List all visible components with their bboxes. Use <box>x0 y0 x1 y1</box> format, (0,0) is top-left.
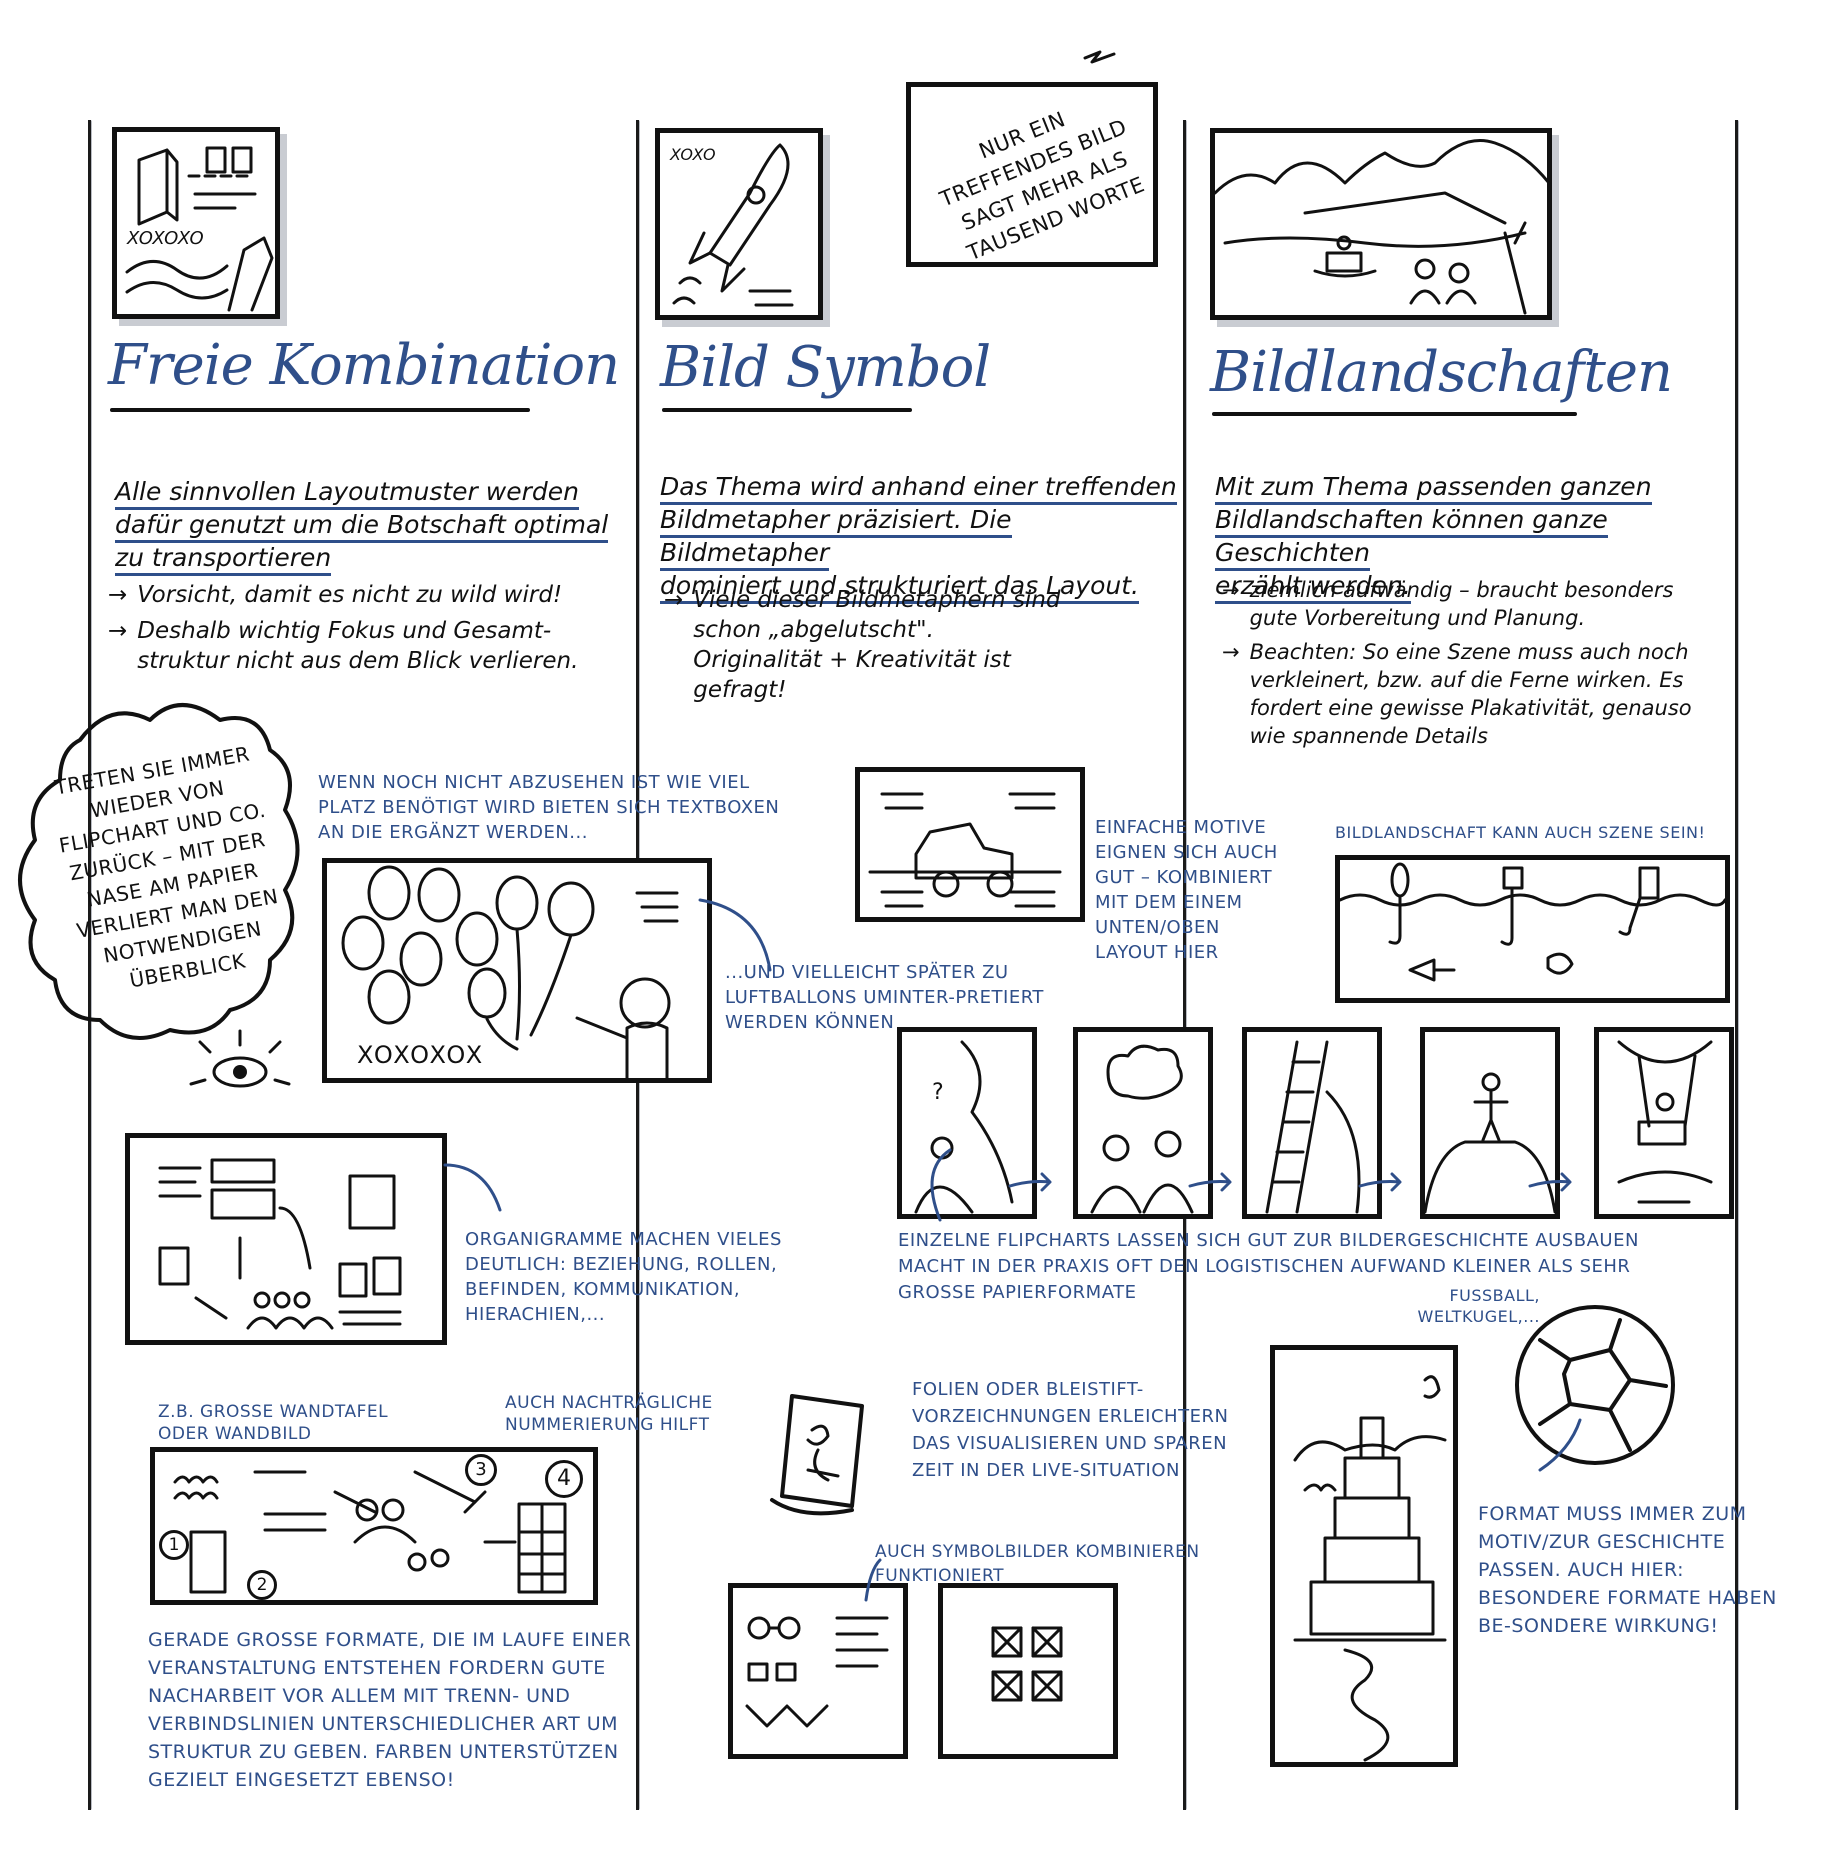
note-wall: Z.B. GROSSE WANDTAFEL ODER WANDBILD <box>158 1402 389 1444</box>
football-icon <box>1515 1305 1675 1465</box>
bullets-bild-symbol: →Viele dieser Bildmetaphern sind schon „… <box>664 587 1061 703</box>
connector-line <box>698 898 772 972</box>
flipchart-5 <box>1594 1027 1734 1219</box>
bullets-free-combination: →Vorsicht, damit es nicht zu wild wird! … <box>108 582 579 674</box>
description-bild-symbol: Das Thema wird anhand einer treffenden B… <box>660 470 1180 604</box>
title-underline <box>662 408 912 412</box>
note-cloud: TRETEN SIE IMMER WIEDER VON FLIPCHART UN… <box>52 741 281 993</box>
arrow-icon: → <box>108 582 128 608</box>
frame-scene <box>1335 855 1730 1003</box>
note-foils: FOLIEN ODER BLEISTIFT-VORZEICHNUNGEN ERL… <box>912 1379 1229 1481</box>
number-4: 4 <box>545 1460 583 1498</box>
note-numbering: AUCH NACHTRÄGLICHE NUMMERIERUNG HILFT <box>505 1393 713 1435</box>
thumb-text: XOXO <box>670 145 716 164</box>
arrow-icon: → <box>1222 578 1240 602</box>
thumb-free-combination: XOXOXO <box>112 127 280 319</box>
column-title-free-combination: Freie Kombination <box>108 333 620 398</box>
note-simple-motifs: EINFACHE MOTIVE EIGNEN SICH AUCH GUT – K… <box>1095 817 1278 963</box>
frame-organigram <box>125 1133 447 1345</box>
arrow-icon: → <box>1222 640 1240 664</box>
note-balloons: ...UND VIELLEICHT SPÄTER ZU LUFTBALLONS … <box>725 962 1044 1033</box>
thought-cloud-icon <box>18 703 300 1088</box>
bullets-bildlandschaften: →ziemlich aufwändig – braucht besonders … <box>1222 578 1692 748</box>
description-bildlandschaften: Mit zum Thema passenden ganzen Bildlands… <box>1215 470 1735 604</box>
connector-line <box>443 1163 502 1212</box>
frame-text: XOXOXOX <box>357 1041 485 1069</box>
lightning-icon <box>1083 50 1116 64</box>
flipchart-4 <box>1420 1027 1560 1219</box>
thumb-bild-symbol: XOXO <box>655 128 823 320</box>
frame-symbol-boxes <box>938 1583 1118 1759</box>
frame-tall-format <box>1270 1345 1458 1767</box>
column-title-bild-symbol: Bild Symbol <box>660 335 991 400</box>
flipchart-3 <box>1242 1027 1382 1219</box>
note-format: FORMAT MUSS IMMER ZUM MOTIV/ZUR GESCHICH… <box>1478 1503 1777 1637</box>
description-free-combination: Alle sinnvollen Layoutmuster werden dafü… <box>115 475 625 576</box>
number-3: 3 <box>465 1454 497 1486</box>
number-1: 1 <box>159 1530 189 1560</box>
question-mark-icon: ? <box>932 1080 944 1105</box>
title-underline <box>1212 412 1577 416</box>
frame-simple-motif <box>855 767 1085 922</box>
note-textboxes: WENN NOCH NICHT ABZUSEHEN IST WIE VIEL P… <box>318 772 780 843</box>
column-divider-4 <box>1735 120 1739 1810</box>
thumb-bildlandschaften <box>1210 128 1552 320</box>
note-scene: BILDLANDSCHAFT KANN AUCH SZENE SEIN! <box>1335 823 1706 842</box>
arrow-icon: → <box>108 618 128 644</box>
number-2: 2 <box>247 1570 277 1600</box>
foil-icon <box>770 1394 864 1516</box>
flipchart-1: ? <box>897 1027 1037 1219</box>
frame-wall: 1 2 3 4 <box>150 1447 598 1605</box>
title-underline <box>110 408 530 412</box>
column-title-bildlandschaften: Bildlandschaften <box>1210 340 1673 405</box>
frame-balloons: XOXOXOX <box>322 858 712 1083</box>
note-football: FUSSBALL, WELTKUGEL,... <box>1417 1286 1540 1326</box>
connector-line <box>1538 1418 1582 1472</box>
note-organigram: ORGANIGRAMME MACHEN VIELES DEUTLICH: BEZ… <box>465 1229 782 1325</box>
frame-symbol-glasses <box>728 1583 908 1759</box>
thumb-text: XOXOXO <box>127 228 204 249</box>
note-large-formats: GERADE GROSSE FORMATE, DIE IM LAUFE EINE… <box>148 1629 632 1791</box>
arrow-icon: → <box>664 587 684 613</box>
column-divider-3 <box>1183 120 1187 1810</box>
sequence-arrows <box>930 1148 1572 1222</box>
quote-box: NUR EIN TREFFENDES BILD SAGT MEHR ALS TA… <box>906 82 1158 267</box>
note-flipcharts: EINZELNE FLIPCHARTS LASSEN SICH GUT ZUR … <box>898 1230 1639 1303</box>
connector-line <box>864 1558 882 1602</box>
column-divider-1 <box>88 120 92 1810</box>
note-symbol-combine: AUCH SYMBOLBILDER KOMBINIEREN FUNKTIONIE… <box>875 1542 1200 1586</box>
